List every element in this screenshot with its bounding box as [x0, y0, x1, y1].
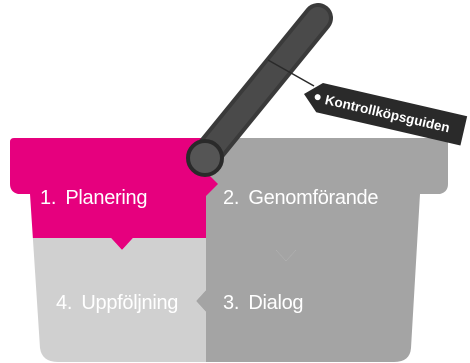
basket-body: [0, 130, 470, 363]
step-number: 3.: [223, 292, 239, 314]
step-name: Planering: [65, 187, 147, 209]
step-number: 2.: [223, 187, 239, 209]
step-label-uppfoljning: 4. Uppföljning: [56, 292, 178, 314]
step-label-planering: 1. Planering: [40, 187, 147, 209]
step-number: 1.: [40, 187, 56, 209]
price-tag: Kontrollköpsguiden: [301, 79, 468, 145]
step-label-dialog: 3. Dialog: [223, 292, 303, 314]
step-number: 4.: [56, 292, 72, 314]
step-name: Dialog: [248, 292, 303, 314]
step-name: Genomförande: [248, 187, 378, 209]
step-name: Uppföljning: [81, 292, 178, 314]
handle-pivot: [188, 141, 222, 175]
